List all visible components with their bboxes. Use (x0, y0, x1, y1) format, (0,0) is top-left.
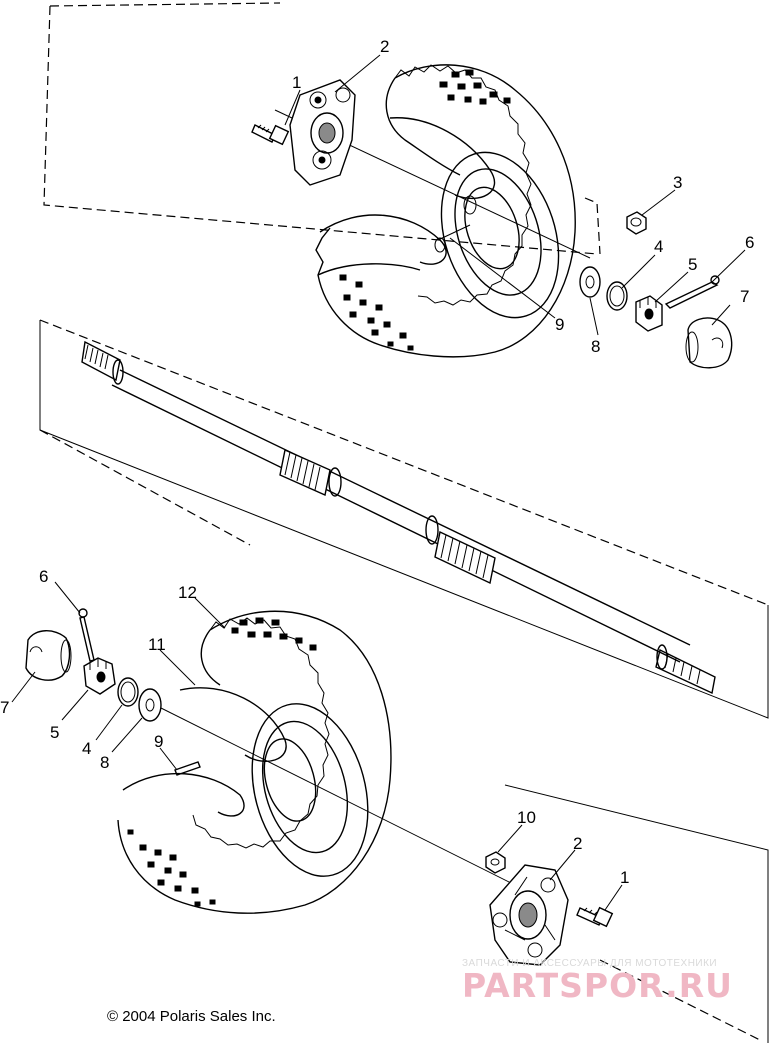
top-lug-hole (434, 237, 446, 253)
top-boundary-top-edge (49, 2, 281, 7)
top-tire (315, 64, 576, 358)
top-valve-hole (463, 195, 477, 215)
axle-shaft (81, 340, 716, 695)
axle-right-thread (655, 648, 716, 695)
top-rim-upper (389, 117, 496, 200)
callout-bottom-7: 7 (0, 698, 9, 717)
callout-bottom-12: 12 (178, 583, 197, 602)
top-tire-knobs (394, 64, 532, 306)
callout-bottom-9: 9 (154, 732, 163, 751)
top-part-7-dust-cap (685, 317, 733, 369)
axle-collar-right (425, 515, 439, 545)
top-rim-inner-ring (454, 168, 542, 296)
bottom-part-7-dust-cap (25, 630, 72, 681)
top-part-1-bolt (251, 124, 290, 146)
callout-top-6: 6 (745, 233, 754, 252)
bottom-tire-upper-cutaway (200, 629, 221, 686)
top-wheel-boundary (43, 5, 598, 255)
axle-left-thread (81, 340, 121, 382)
watermark-brand: PARTSPOR.RU (462, 966, 733, 1005)
axle-boundary (39, 320, 769, 719)
bottom-part-4-ring (117, 677, 139, 707)
callout-bottom-2: 2 (573, 834, 582, 853)
axle-top-edge (119, 369, 691, 646)
callout-bottom-11: 11 (148, 635, 166, 654)
bottom-rim-lower (122, 772, 245, 817)
bottom-part-10-nut (485, 851, 506, 874)
bottom-boundary-lower (599, 959, 761, 1041)
top-rim-lower (319, 214, 447, 265)
top-tire-inner-edge (317, 263, 421, 276)
copyright-notice: © 2004 Polaris Sales Inc. (107, 1008, 276, 1025)
callout-top-2: 2 (380, 37, 389, 56)
callout-top-4: 4 (654, 237, 663, 256)
top-wheel-assembly (251, 64, 733, 369)
bottom-wheel-boundary-right (504, 784, 769, 1043)
callout-top-8: 8 (591, 337, 600, 356)
callout-top-1: 1 (292, 73, 301, 92)
leader-lines (11, 54, 746, 911)
callout-numbers: 1 2 3 4 5 6 7 8 9 12 11 6 7 5 4 8 9 10 2… (0, 37, 754, 887)
bottom-rim-upper (179, 687, 287, 763)
top-part-6-cotter-pin (664, 275, 720, 309)
callout-top-3: 3 (673, 173, 682, 192)
bottom-wheel-assembly (25, 608, 614, 966)
callout-bottom-10: 10 (517, 808, 536, 827)
top-part-9-valve (437, 224, 471, 241)
top-part-8-washer (579, 266, 601, 298)
axle-spline-2 (434, 530, 496, 585)
top-tread-pattern (339, 69, 511, 351)
top-part-2-hub-plate (289, 79, 356, 186)
callout-bottom-5: 5 (50, 723, 59, 742)
callout-top-9: 9 (555, 315, 564, 334)
top-boundary-right-step (584, 197, 601, 255)
axle-spline-1 (279, 449, 331, 496)
bottom-axis-line (144, 699, 536, 896)
top-part-5-castle-nut (635, 295, 663, 332)
watermark: ЗАПЧАСТИ И АКСЕССУАРЫ ДЛЯ МОТОТЕХНИКИ PA… (462, 958, 733, 1005)
top-tire-upper-cutaway (385, 77, 461, 176)
bottom-part-1-bolt (576, 906, 614, 928)
axle-right-shoulder (656, 644, 668, 670)
bottom-tire (117, 610, 392, 914)
bottom-part-6-cotter-pin (78, 608, 95, 662)
bottom-wheel-boundary-left (39, 429, 251, 546)
top-part-3-nut (626, 211, 647, 235)
axle-boundary-top-edge (39, 319, 769, 606)
bottom-hub-ring (263, 738, 317, 822)
watermark-tagline: ЗАПЧАСТИ И АКСЕССУАРЫ ДЛЯ МОТОТЕХНИКИ (462, 958, 717, 969)
bottom-rim-outer-ring (251, 703, 369, 877)
axle-collar-left (328, 467, 342, 497)
callout-bottom-6: 6 (39, 567, 48, 586)
axle-left-thread-lines (84, 344, 109, 370)
callout-bottom-1: 1 (620, 868, 629, 887)
axle-bottom-edge (111, 384, 681, 663)
assembly-boundaries (39, 2, 769, 1043)
bottom-part-8-washer (138, 688, 162, 722)
bottom-tread-pattern (127, 617, 317, 907)
callout-bottom-4: 4 (82, 739, 91, 758)
bottom-part-5-castle-nut (83, 657, 116, 695)
bottom-part-9-valve-stem (174, 761, 201, 776)
callout-top-7: 7 (740, 287, 749, 306)
callout-bottom-8: 8 (100, 753, 109, 772)
bottom-part-2-hub-plate (489, 864, 569, 966)
top-hub-ring (464, 186, 520, 270)
bottom-rim-inner-ring (261, 720, 349, 854)
top-part-4-ring (606, 281, 628, 311)
bottom-tire-knobs (192, 617, 330, 849)
axle-left-shoulder (112, 359, 124, 385)
top-rim-outer-ring (440, 151, 560, 319)
callout-top-5: 5 (688, 255, 697, 274)
